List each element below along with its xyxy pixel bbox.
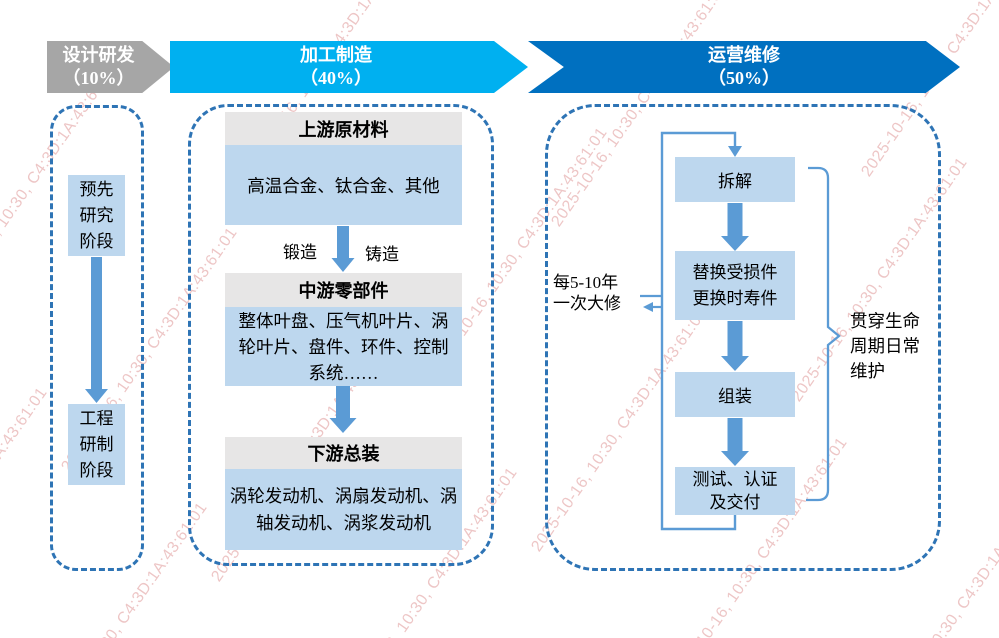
step-replace-parts-box: 替换受损件 更换时寿件 [675, 251, 795, 320]
forging-label: 锻造 [283, 243, 317, 262]
midstream-components-header: 中游零部件 [225, 273, 462, 307]
stage-design-percent: （10%） [62, 68, 135, 88]
upstream-materials-header: 上游原材料 [225, 112, 462, 145]
design-phase-container [50, 105, 144, 571]
step-assemble-box: 组装 [675, 372, 795, 417]
stage-manufacturing-title: 加工制造 [300, 45, 372, 65]
stage-maintenance-title: 运营维修 [708, 45, 780, 65]
downstream-assembly-box: 涡轮发动机、涡扇发动机、涡轴发动机、涡浆发动机 [225, 469, 462, 550]
stage-arrow-design: 设计研发 （10%） [47, 41, 174, 93]
overhaul-cycle-label: 每5-10年 一次大修 [553, 273, 621, 313]
stage-manufacturing-percent: （40%） [300, 68, 372, 88]
pre-research-stage-box: 预先 研究 阶段 [68, 175, 125, 256]
midstream-components-box: 整体叶盘、压气机叶片、涡轮叶片、盘件、环件、控制系统…… [225, 307, 462, 386]
maintenance-phase-container [545, 104, 941, 571]
stage-arrow-manufacturing: 加工制造 （40%） [170, 41, 528, 93]
watermark-text: 2025-10-16, 10:30, C4:3D:1A:43:61:01 [0, 384, 51, 635]
lifecycle-maintenance-label: 贯穿生命 周期日常 维护 [850, 311, 920, 381]
upstream-materials-box: 高温合金、钛合金、其他 [225, 145, 462, 225]
stage-maintenance-percent: （50%） [708, 68, 780, 88]
step-test-certify-deliver-box: 测试、认证 及交付 [675, 467, 795, 515]
stage-arrow-maintenance: 运营维修 （50%） [528, 41, 960, 93]
manufacturing-phase-container [188, 104, 494, 566]
casting-label: 铸造 [365, 245, 399, 264]
downstream-assembly-header: 下游总装 [225, 437, 462, 469]
stage-design-title: 设计研发 [62, 45, 135, 65]
engineering-development-stage-box: 工程 研制 阶段 [68, 404, 125, 485]
step-disassemble-box: 拆解 [675, 157, 795, 202]
